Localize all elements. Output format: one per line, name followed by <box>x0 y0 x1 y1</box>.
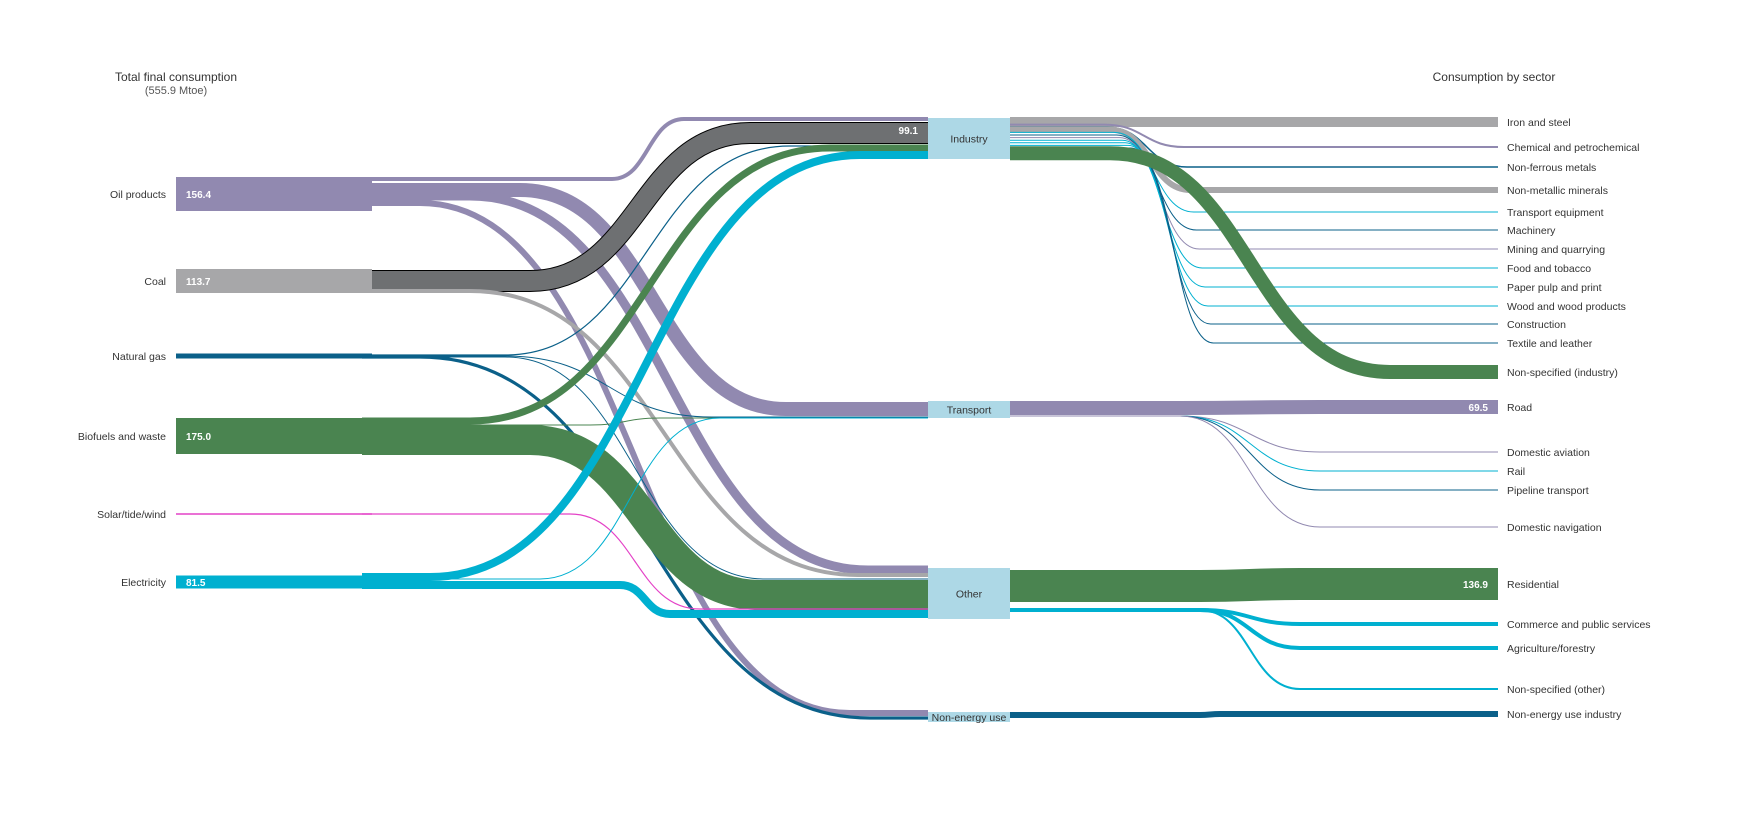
flow-other-to-agriculture-forestry[interactable] <box>1010 608 1498 650</box>
flow-industry-to-transport-equipment[interactable] <box>1010 131 1498 213</box>
source-bar-solar-tide-wind[interactable] <box>176 513 372 515</box>
source-label-natural-gas: Natural gas <box>112 351 166 363</box>
flow-natural-gas-to-industry[interactable] <box>362 145 928 356</box>
source-value-oil-products: 156.4 <box>186 190 211 201</box>
flow-biofuels-and-waste-to-industry[interactable] <box>362 144 928 425</box>
flow-oil-products-to-industry[interactable] <box>362 117 928 181</box>
source-bar-natural-gas[interactable] <box>176 353 372 359</box>
hub-label-industry: Industry <box>950 134 988 146</box>
source-bar-coal[interactable] <box>176 269 372 293</box>
hub-value-industry: 99.1 <box>899 126 919 137</box>
flow-natural-gas-to-transport[interactable] <box>362 355 928 418</box>
sector-label-non-metallic-minerals: Non-metallic minerals <box>1507 185 1608 197</box>
flow-solar-tide-wind-to-other[interactable] <box>362 513 928 610</box>
sector-label-road: Road <box>1507 402 1532 414</box>
flow-other-to-residential[interactable] <box>1010 568 1498 602</box>
sector-label-transport-equipment: Transport equipment <box>1507 207 1604 219</box>
chart-subtitle: (555.9 Mtoe) <box>145 85 207 97</box>
flow-transport-to-rail[interactable] <box>1010 415 1498 472</box>
sector-label-commerce-and-public-services: Commerce and public services <box>1507 619 1651 631</box>
sector-label-pipeline-transport: Pipeline transport <box>1507 485 1589 497</box>
source-bar-electricity[interactable] <box>176 575 372 589</box>
flow-electricity-to-other[interactable] <box>362 581 928 618</box>
flow-oil-products-to-other[interactable] <box>362 191 928 575</box>
source-label-coal: Coal <box>144 276 166 288</box>
sector-label-non-ferrous-metals: Non-ferrous metals <box>1507 162 1596 174</box>
flow-oil-products-to-non-energy-use[interactable] <box>362 200 928 716</box>
source-bar-oil-products[interactable] <box>176 177 372 211</box>
flow-other-to-commerce-and-public-services[interactable] <box>1010 608 1498 626</box>
sector-label-paper-pulp-and-print: Paper pulp and print <box>1507 282 1602 294</box>
right-title: Consumption by sector <box>1433 70 1556 84</box>
sector-label-non-energy-use-industry: Non-energy use industry <box>1507 709 1622 721</box>
hub-box-transport[interactable] <box>928 401 1010 418</box>
flow-other-to-non-specified-other[interactable] <box>1010 609 1498 690</box>
flow-non-energy-use-to-non-energy-use-industry[interactable] <box>1010 711 1498 718</box>
sector-value-road: 69.5 <box>1469 403 1489 414</box>
hub-label-non-energy-use: Non-energy use <box>932 712 1007 724</box>
sector-label-iron-and-steel: Iron and steel <box>1507 117 1571 129</box>
source-value-biofuels-and-waste: 175.0 <box>186 432 211 443</box>
flow-industry-to-chemical-and-petrochemical[interactable] <box>1010 123 1498 148</box>
sector-label-wood-and-wood-products: Wood and wood products <box>1507 301 1626 313</box>
source-value-coal: 113.7 <box>186 277 211 288</box>
flow-electricity-to-industry[interactable] <box>362 151 928 581</box>
flow-industry-to-non-specified-industry[interactable] <box>1010 146 1498 379</box>
flow-natural-gas-to-other[interactable] <box>362 356 928 580</box>
flow-electricity-to-transport[interactable] <box>362 417 928 580</box>
flow-biofuels-and-waste-to-other[interactable] <box>362 425 928 610</box>
flow-biofuels-and-waste-to-transport[interactable] <box>362 417 928 426</box>
source-value-electricity: 81.5 <box>186 578 206 589</box>
sector-label-mining-and-quarrying: Mining and quarrying <box>1507 244 1605 256</box>
source-label-electricity: Electricity <box>121 577 167 589</box>
sector-label-domestic-aviation: Domestic aviation <box>1507 447 1590 459</box>
source-label-solar-tide-wind: Solar/tide/wind <box>97 509 166 521</box>
flow-industry-to-wood-and-wood-products[interactable] <box>1010 144 1498 307</box>
source-label-biofuels-and-waste: Biofuels and waste <box>78 431 166 443</box>
flow-coal-to-industry-highlight <box>362 123 928 291</box>
chart-title: Total final consumption <box>115 70 237 84</box>
sector-label-construction: Construction <box>1507 319 1566 331</box>
flow-transport-to-pipeline-transport[interactable] <box>1010 415 1498 491</box>
sector-label-agriculture-forestry: Agriculture/forestry <box>1507 643 1596 655</box>
sector-label-domestic-navigation: Domestic navigation <box>1507 522 1602 534</box>
sector-label-non-specified-industry: Non-specified (industry) <box>1507 367 1618 379</box>
bars-group <box>176 118 1010 722</box>
flow-oil-products-to-transport[interactable] <box>362 183 928 416</box>
sector-label-rail: Rail <box>1507 466 1525 478</box>
sector-label-non-specified-other: Non-specified (other) <box>1507 684 1605 696</box>
sector-label-residential: Residential <box>1507 579 1559 591</box>
hub-label-other: Other <box>956 589 983 601</box>
flow-transport-to-road[interactable] <box>1010 400 1498 415</box>
flow-industry-to-construction[interactable] <box>1010 147 1498 325</box>
source-label-oil-products: Oil products <box>110 189 166 201</box>
hub-label-transport: Transport <box>947 405 992 417</box>
hub-box-industry[interactable] <box>928 118 1010 159</box>
sector-label-food-and-tobacco: Food and tobacco <box>1507 263 1591 275</box>
hub-box-other[interactable] <box>928 568 1010 619</box>
flow-transport-to-domestic-navigation[interactable] <box>1010 415 1498 528</box>
flow-industry-to-textile-and-leather[interactable] <box>1010 150 1498 344</box>
sector-value-residential: 136.9 <box>1463 580 1488 591</box>
source-bar-biofuels-and-waste[interactable] <box>176 418 372 454</box>
sector-label-textile-and-leather: Textile and leather <box>1507 338 1593 350</box>
sector-label-machinery: Machinery <box>1507 225 1556 237</box>
flows-group <box>362 116 1498 720</box>
hub-box-non-energy-use[interactable] <box>928 712 1010 722</box>
flow-coal-to-other[interactable] <box>362 289 928 577</box>
sector-label-chemical-and-petrochemical: Chemical and petrochemical <box>1507 142 1639 154</box>
